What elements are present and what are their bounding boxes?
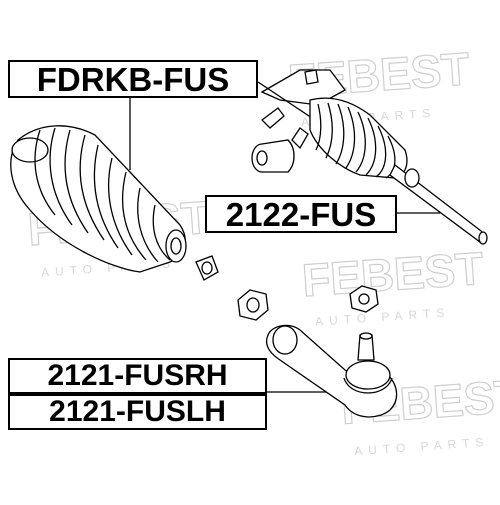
boot-fold (137, 187, 159, 263)
part-label-tie-rod-rh: 2121-FUSRH (8, 358, 267, 394)
steering-rack (251, 69, 488, 245)
rod-joint (404, 168, 420, 188)
watermark-sub: AUTO PARTS (354, 435, 490, 458)
boot-fold (121, 171, 147, 261)
rack-housing-detail (304, 69, 319, 85)
bushing-hole (256, 150, 268, 166)
lock-nuts (237, 285, 379, 321)
inner-tie-rod (389, 164, 486, 243)
tie-rod-end-body (265, 324, 398, 418)
bellows-fold (325, 102, 333, 159)
part-label-boot: FDRKB-FUS (8, 60, 258, 98)
bellows-fold (315, 103, 322, 151)
boot-fold (49, 127, 73, 226)
part-label-tie-rod-lh: 2121-FUSLH (8, 394, 267, 430)
ball-joint-housing (345, 360, 391, 390)
steering-boot (10, 125, 219, 281)
boot-fold (34, 129, 56, 216)
boot-fold (152, 204, 171, 261)
clamp-clip (261, 107, 285, 129)
bellows-fold (335, 103, 345, 165)
ball-stud-top (359, 332, 373, 340)
rod-end (478, 231, 488, 245)
tie-rod-end (265, 324, 398, 418)
boot-fold (93, 144, 119, 249)
clamp-clip (291, 127, 309, 150)
bellows-fold (385, 135, 396, 179)
boot-fold (107, 157, 133, 256)
bellows-fold (355, 111, 366, 173)
watermark-sub: AUTO PARTS (315, 305, 451, 328)
boot-fold (64, 129, 89, 234)
boot-clamp-ring (201, 261, 213, 275)
watermark-brand: FEBEST (300, 242, 485, 307)
bellows-fold (365, 117, 377, 176)
tie-rod-end-thread (272, 325, 298, 355)
boot-fold (79, 134, 105, 241)
rack-bellows (309, 97, 408, 179)
boot-opening (11, 137, 49, 163)
lock-nut-left-hole (246, 297, 260, 313)
part-label-rack: 2122-FUS (205, 195, 397, 233)
ball-joint-boot (343, 377, 393, 394)
bellows-fold (345, 106, 356, 169)
bushing-body (261, 139, 295, 173)
lock-nut-right-hole (358, 293, 370, 305)
rack-housing (260, 69, 346, 106)
bellows-fold (375, 125, 387, 178)
boot-neck-hole (170, 237, 182, 255)
